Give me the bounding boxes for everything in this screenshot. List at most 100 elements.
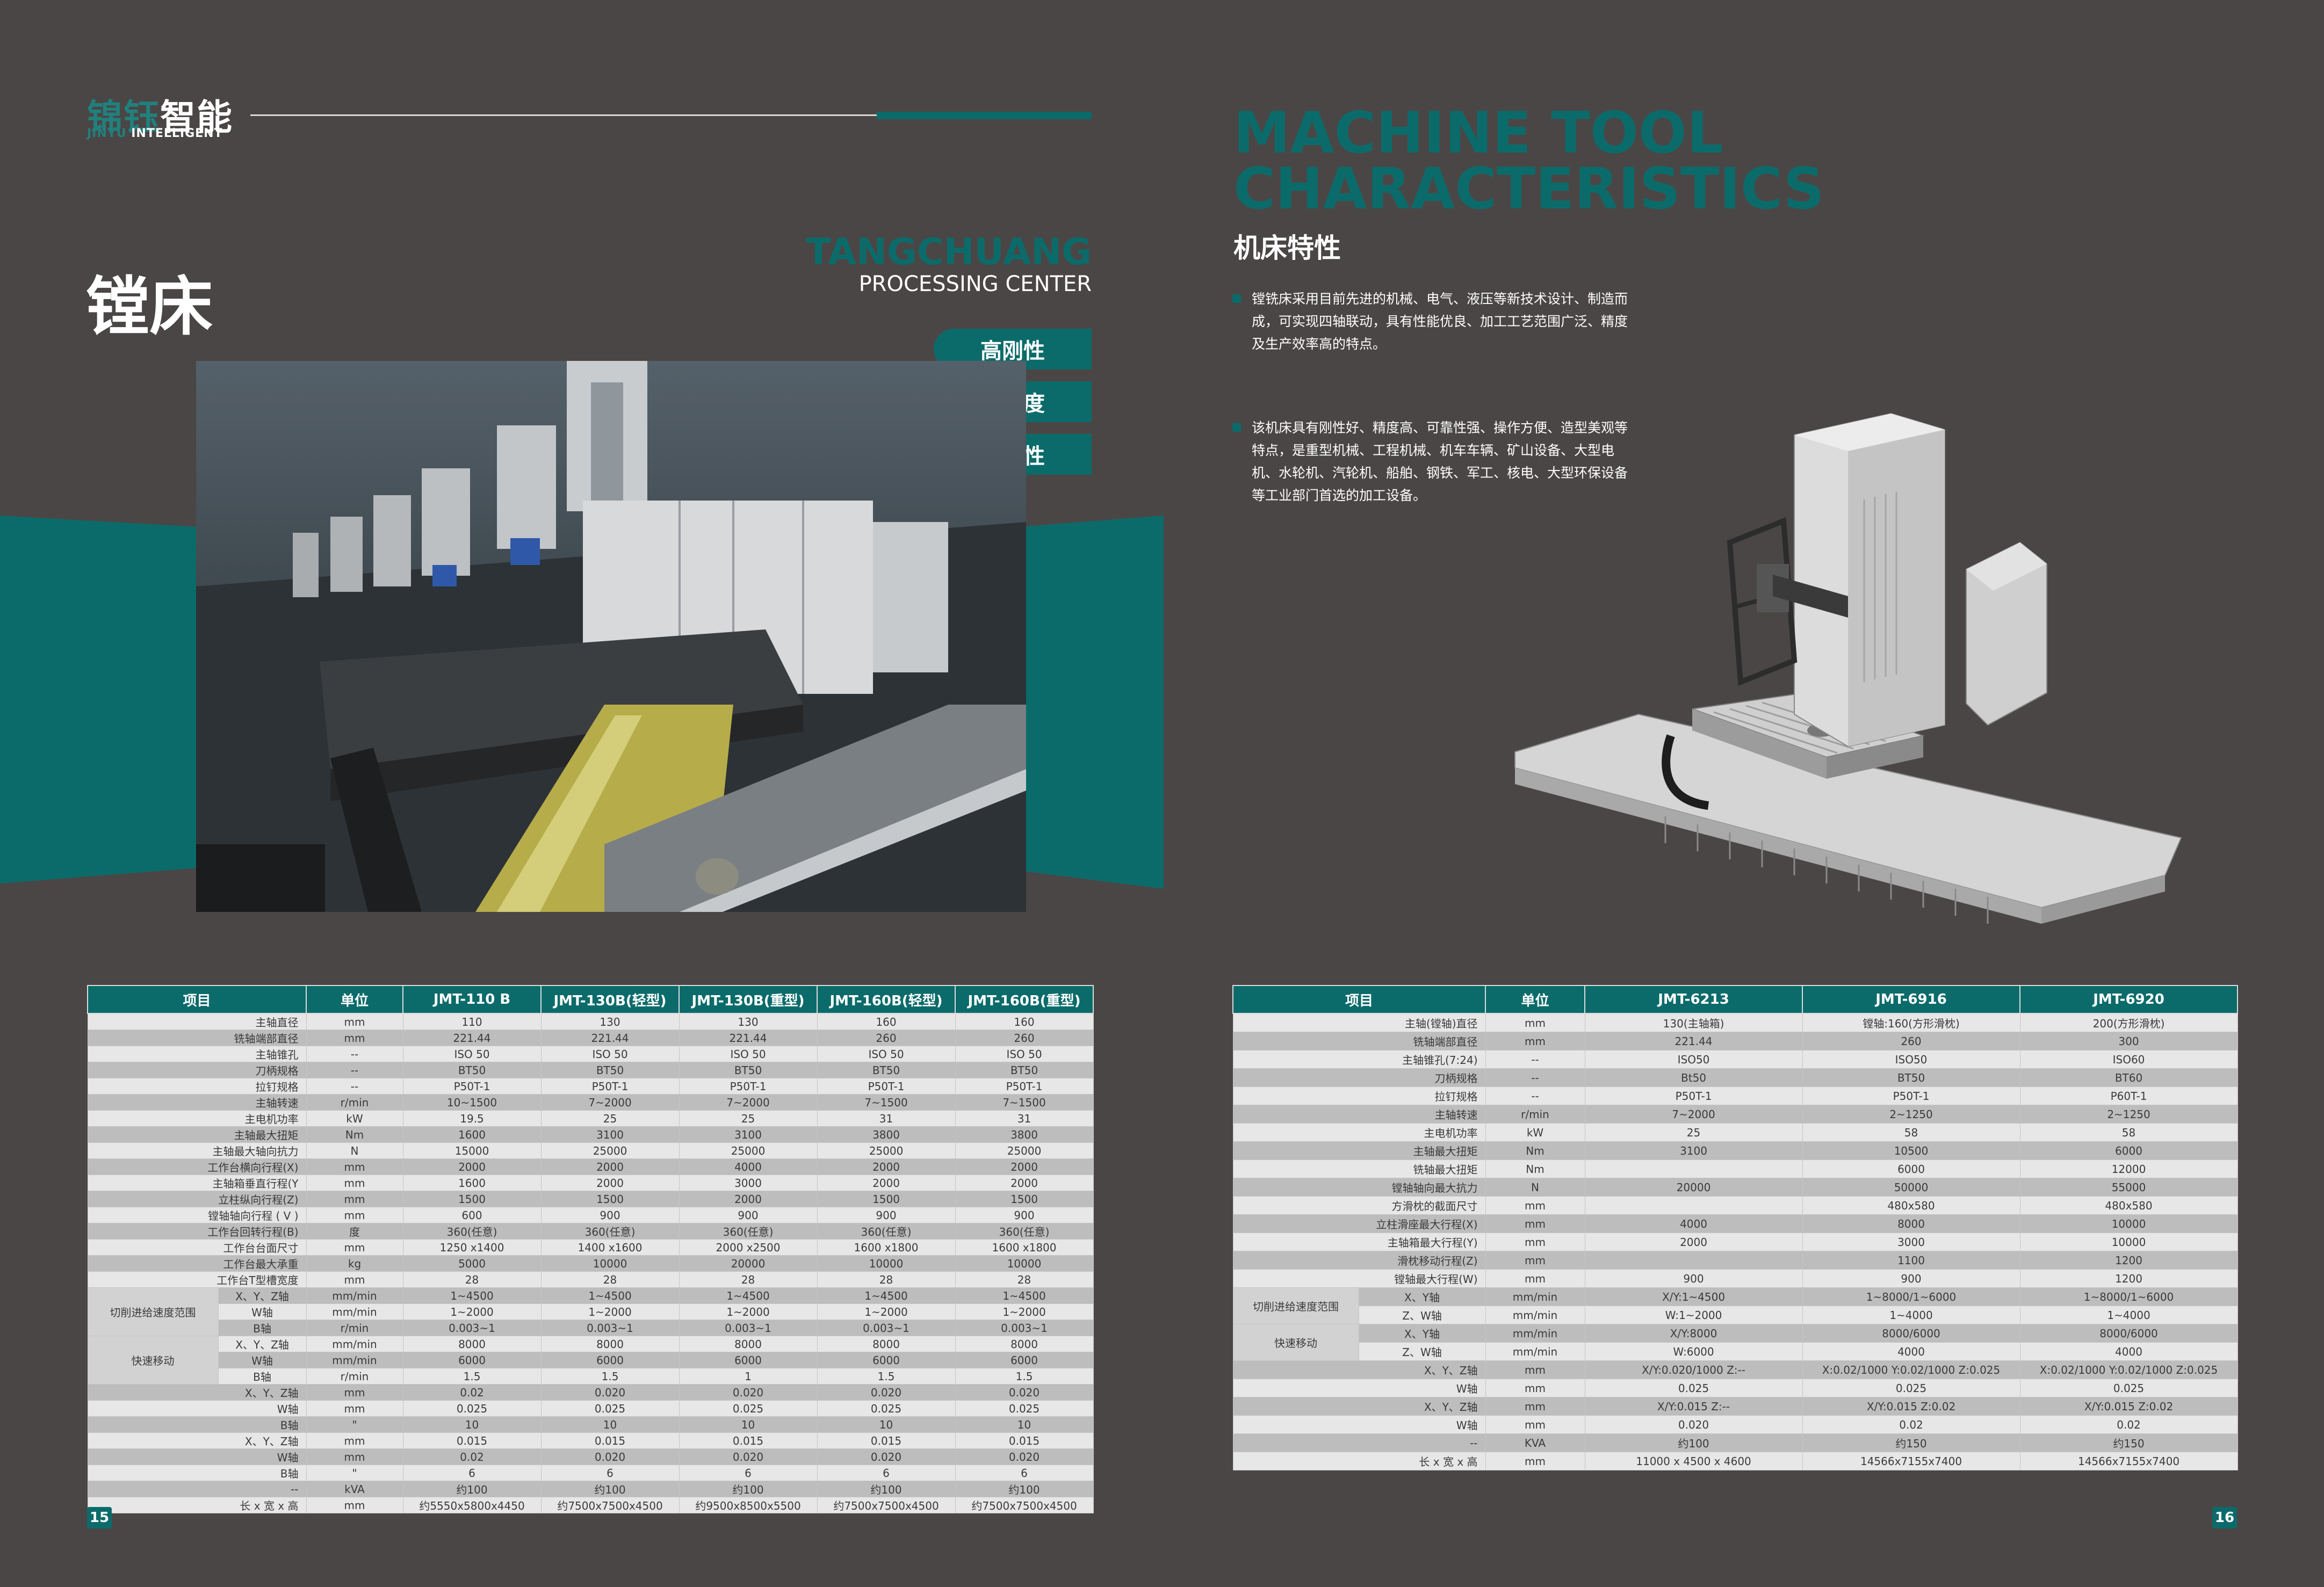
- unit-cell: mm: [1485, 1269, 1585, 1288]
- row-label: W轴: [87, 1400, 307, 1417]
- unit-cell: mm: [306, 1400, 403, 1417]
- unit-cell: r/min: [306, 1094, 403, 1111]
- row-sub-label: Z、W轴: [1358, 1342, 1486, 1361]
- value-cell: 360(任意): [817, 1223, 956, 1240]
- value-cell: 1~4500: [817, 1287, 956, 1304]
- value-cell: 约9500x8500x5500: [679, 1497, 818, 1513]
- value-cell: 1.5: [955, 1368, 1094, 1385]
- value-cell: 4000: [2019, 1342, 2238, 1361]
- value-cell: 2000: [1584, 1233, 1803, 1251]
- value-cell: 28: [402, 1271, 542, 1288]
- unit-cell: --: [1485, 1068, 1585, 1087]
- value-cell: ISO 50: [679, 1046, 818, 1062]
- value-cell: 6: [402, 1465, 542, 1481]
- machine-3d-model: [1514, 412, 2182, 924]
- row-label: 主轴箱垂直行程(Y: [87, 1175, 307, 1191]
- series-title: TANGCHUANG: [806, 231, 1092, 273]
- unit-cell: mm: [306, 1432, 403, 1449]
- value-cell: X:0.02/1000 Y:0.02/1000 Z:0.025: [1802, 1360, 2020, 1379]
- value-cell: 3100: [679, 1126, 818, 1143]
- value-cell: [1584, 1160, 1803, 1178]
- unit-cell: --: [1485, 1086, 1585, 1105]
- value-cell: ISO 50: [955, 1046, 1094, 1062]
- row-sub-label: X、Y轴: [1358, 1324, 1486, 1343]
- value-cell: 6000: [955, 1352, 1094, 1368]
- unit-cell: mm: [1485, 1397, 1585, 1416]
- value-cell: 221.44: [402, 1030, 542, 1046]
- value-cell: 10: [679, 1416, 818, 1433]
- unit-cell: --: [306, 1046, 403, 1062]
- unit-cell: ": [306, 1416, 403, 1433]
- value-cell: 约100: [540, 1481, 680, 1497]
- value-cell: BT50: [679, 1062, 818, 1078]
- value-cell: 8000: [1802, 1214, 2020, 1233]
- value-cell: 900: [955, 1207, 1094, 1223]
- column-header: JMT-160B(重型): [955, 985, 1094, 1014]
- row-label: B轴: [87, 1416, 307, 1433]
- value-cell: W:1~2000: [1584, 1306, 1803, 1324]
- row-label: 铣轴最大扭矩: [1232, 1160, 1486, 1178]
- value-cell: 2~1250: [2019, 1105, 2238, 1124]
- brand-en-part2: INTELLIGENT: [126, 127, 223, 140]
- value-cell: 约100: [817, 1481, 956, 1497]
- value-cell: 1~4500: [540, 1287, 680, 1304]
- value-cell: 1.5: [402, 1368, 542, 1385]
- value-cell: 25: [1584, 1123, 1803, 1142]
- value-cell: P50T-1: [540, 1078, 680, 1095]
- value-cell: 14566x7155x7400: [1802, 1452, 2020, 1470]
- value-cell: 55000: [2019, 1178, 2238, 1197]
- value-cell: 0.02: [402, 1448, 542, 1465]
- value-cell: 28: [540, 1271, 680, 1288]
- unit-cell: mm: [1485, 1013, 1585, 1032]
- brand-logo: 锦钰智能: [87, 89, 233, 140]
- value-cell: 300: [2019, 1032, 2238, 1050]
- value-cell: 6: [540, 1465, 680, 1481]
- value-cell: 约5550x5800x4450: [402, 1497, 542, 1513]
- row-label: 长 x 宽 x 高: [87, 1497, 307, 1513]
- value-cell: 2000: [540, 1158, 680, 1175]
- value-cell: 7~2000: [679, 1094, 818, 1111]
- value-cell: 160: [955, 1013, 1094, 1030]
- row-label: X、Y、Z轴: [1232, 1360, 1486, 1379]
- series-subtitle: PROCESSING CENTER: [858, 272, 1092, 296]
- value-cell: 10: [540, 1416, 680, 1433]
- value-cell: 0.020: [817, 1448, 956, 1465]
- row-label: 拉钉规格: [87, 1078, 307, 1095]
- value-cell: 1~4500: [402, 1287, 542, 1304]
- value-cell: 1400 x1600: [540, 1239, 680, 1256]
- value-cell: 480x580: [2019, 1196, 2238, 1215]
- unit-cell: mm/min: [306, 1336, 403, 1352]
- value-cell: 0.020: [955, 1448, 1094, 1465]
- row-label: 工作台最大承重: [87, 1255, 307, 1272]
- value-cell: 20000: [1584, 1178, 1803, 1197]
- row-label: 铣轴端部直径: [1232, 1032, 1486, 1050]
- value-cell: 4000: [679, 1158, 818, 1175]
- value-cell: 200(方形滑枕): [2019, 1013, 2238, 1032]
- value-cell: 1~4500: [955, 1287, 1094, 1304]
- row-label: 刀柄规格: [1232, 1068, 1486, 1087]
- value-cell: X/Y:0.020/1000 Z:--: [1584, 1360, 1803, 1379]
- value-cell: X/Y:0.015 Z:0.02: [2019, 1397, 2238, 1416]
- column-header: JMT-6920: [2019, 985, 2239, 1014]
- unit-cell: kVA: [306, 1481, 403, 1497]
- unit-cell: mm: [306, 1158, 403, 1175]
- value-cell: P50T-1: [1802, 1086, 2020, 1105]
- value-cell: 4000: [1584, 1214, 1803, 1233]
- column-header: JMT-130B(轻型): [540, 985, 680, 1014]
- value-cell: 2000: [679, 1191, 818, 1207]
- value-cell: 6000: [679, 1352, 818, 1368]
- value-cell: 0.015: [817, 1432, 956, 1449]
